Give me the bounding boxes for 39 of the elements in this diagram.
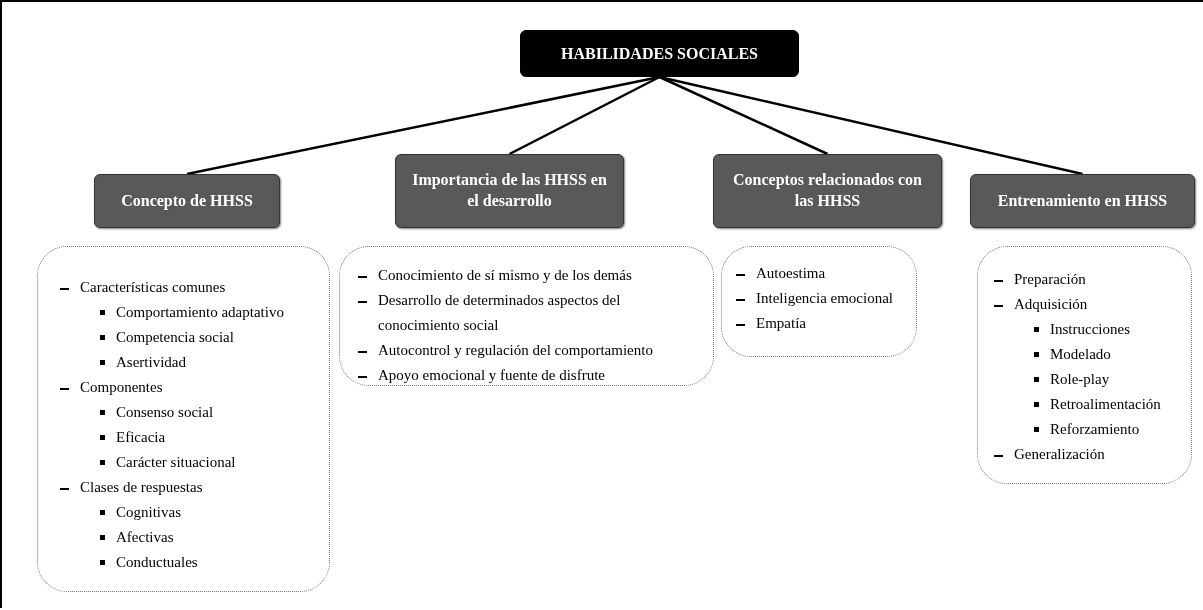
list-item: Generalización	[1014, 445, 1105, 464]
list-box	[37, 246, 330, 592]
list-item: Características comunes	[80, 278, 226, 297]
list-item: Autoestima	[756, 264, 826, 283]
title-box: HABILIDADES SOCIALES	[520, 30, 799, 77]
list-item: Inteligencia emocional	[756, 289, 894, 308]
list-item: Adquisición	[1014, 295, 1088, 314]
list-item: Conductuales	[116, 553, 198, 572]
list-item: Instrucciones	[1050, 320, 1130, 339]
list-item: Afectivas	[116, 528, 174, 547]
list-item: Eficacia	[116, 428, 166, 447]
list-item: Empatía	[756, 314, 806, 333]
category-box: Concepto de HHSS	[94, 174, 280, 228]
connector-line	[508, 75, 661, 156]
list-item: Modelado	[1050, 345, 1111, 364]
list-item: Apoyo emocional y fuente de disfrute	[378, 366, 605, 385]
list-item: Consenso social	[116, 403, 214, 422]
connector-line	[658, 75, 829, 156]
list-item: Conocimiento de sí mismo y de los demás	[378, 266, 632, 285]
connector-line	[659, 75, 1083, 176]
list-item: Autocontrol y regulación del comportamiento	[378, 341, 653, 360]
list-item: Competencia social	[116, 328, 234, 347]
list-item: Clases de respuestas	[80, 478, 203, 497]
list-item: Retroalimentación	[1050, 395, 1161, 414]
list-box	[721, 246, 917, 357]
list-item: Reforzamiento	[1050, 420, 1140, 439]
list-item: Asertividad	[116, 353, 186, 372]
list-item: Carácter situacional	[116, 453, 236, 472]
list-item: Preparación	[1014, 270, 1086, 289]
category-box: Importancia de las HHSS en el desarrollo	[395, 154, 624, 228]
list-item: Comportamiento adaptativo	[116, 303, 284, 322]
list-item: Componentes	[80, 378, 163, 397]
list-item: Role-play	[1050, 370, 1110, 389]
list-item: Cognitivas	[116, 503, 181, 522]
category-box: Entrenamiento en HHSS	[970, 174, 1195, 228]
list-item: Desarrollo de determinados aspectos del conocimiento social	[378, 291, 622, 335]
category-box: Conceptos relacionados con las HHSS	[713, 154, 942, 228]
list-box	[977, 246, 1192, 484]
list-box	[339, 246, 714, 386]
